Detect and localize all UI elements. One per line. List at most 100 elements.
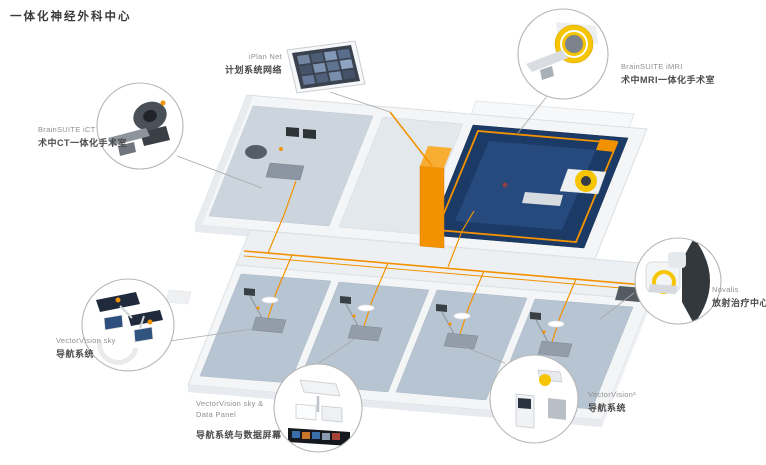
label-vvsky-en: VectorVision sky (56, 336, 116, 345)
scan-thumbnail-grid (297, 48, 356, 85)
label-iplan-en: iPlan Net (248, 52, 282, 61)
callout-novalis-circle (634, 237, 722, 325)
surgical-light (547, 320, 565, 328)
label-ict-en: BrainSUITE iCT (38, 125, 96, 134)
wall-monitor (286, 127, 299, 137)
label-novalis-en: Novalis (712, 285, 739, 294)
cable-trunk (243, 250, 657, 287)
scan-thumbnail (337, 48, 351, 60)
support-arm (139, 315, 145, 329)
leader-line-iplan (329, 91, 391, 113)
shaft-top (420, 146, 452, 168)
callout-ring (96, 82, 184, 170)
leader-lines (169, 91, 635, 364)
label-vvskydp-en1: VectorVision sky & (196, 399, 264, 408)
technical-shaft (419, 139, 618, 249)
callout-vvsky-circle (81, 278, 175, 372)
callout-vvskydp-circle (273, 363, 363, 453)
scan-thumbnail (342, 69, 356, 80)
cable-branch-mri (447, 210, 475, 268)
top-wing-left-gable (195, 95, 253, 227)
callout-ict-circle (96, 82, 184, 170)
monitor (244, 288, 255, 296)
camera-c-arm (97, 339, 139, 365)
label-vv2-cn: 导航系统 (588, 402, 627, 413)
wall-monitor (303, 129, 316, 139)
staff-figure (502, 182, 508, 188)
scan-thumbnail (301, 74, 316, 85)
scan-thumbnail (299, 64, 313, 75)
ceiling-mount (299, 379, 341, 397)
mri-room-equipment (502, 168, 607, 206)
orange-marker (115, 297, 121, 303)
operating-table (251, 316, 287, 334)
label-imri: BrainSUITE iMRI 术中MRI一体化手术室 (621, 62, 715, 87)
leader-line-novalis (599, 292, 635, 320)
ct-table-base (118, 142, 136, 156)
callout-imri-circle (517, 8, 609, 100)
building (165, 94, 665, 427)
label-vv2: VectorVision² 导航系统 (588, 390, 636, 415)
surgical-light (261, 296, 279, 304)
orange-marker (279, 147, 283, 151)
label-ict: BrainSUITE iCT 术中CT一体化手术室 (38, 125, 127, 150)
side-device (548, 398, 566, 420)
bottom-wing-right-face (602, 300, 650, 427)
novalis-illustration (645, 238, 710, 324)
scan-thumbnail (326, 61, 340, 72)
label-iplan-cn: 计划系统网络 (224, 64, 282, 75)
callout-ring (81, 278, 175, 372)
label-imri-en: BrainSUITE iMRI (621, 62, 683, 71)
label-vvskydp-cn: 导航系统与数据屏幕 (196, 429, 282, 440)
leader-line-vv2 (461, 345, 506, 364)
data-panel-screen (302, 432, 310, 439)
callout-ring (273, 363, 363, 453)
orange-marker (352, 314, 356, 318)
orange-utility-unit (596, 139, 618, 152)
label-vvskydp-en2: Data Panel (196, 409, 237, 419)
tower-screen (518, 398, 531, 409)
leader-line-vvskydp (318, 337, 357, 364)
ceiling-boom (441, 311, 455, 335)
ceiling-boom (345, 303, 359, 327)
cable-branch-ct-or (267, 180, 297, 254)
display-monitor (321, 405, 343, 423)
monitor (436, 304, 447, 312)
vv2-illustration (515, 369, 566, 429)
treatment-couch (648, 284, 678, 294)
linac-gantry-head (668, 252, 686, 268)
page-title: 一体化神经外科中心 (10, 11, 132, 23)
cable-trunk-2 (243, 255, 657, 292)
orange-marker (448, 322, 452, 326)
orange-marker (160, 100, 166, 106)
callout-vv2-circle (489, 354, 579, 444)
leader-line-imri (517, 94, 549, 134)
data-panel-screen (292, 431, 300, 438)
scan-thumbnail (315, 73, 329, 84)
scan-thumbnail (310, 52, 324, 63)
label-novalis-cn: 放射治疗中心 (712, 297, 766, 308)
mri-table-pedestal (540, 66, 554, 80)
yellow-camera-head (539, 374, 551, 386)
vvskydp-illustration (288, 379, 350, 446)
operating-table (347, 324, 383, 342)
display-monitor (295, 403, 317, 421)
or2-equipment (340, 296, 383, 342)
mri-bore (565, 35, 583, 53)
data-panel-screen (332, 433, 340, 440)
label-vvskydp: VectorVision sky & Data Panel 导航系统与数据屏幕 (196, 399, 282, 442)
or1-equipment (244, 288, 287, 334)
label-vvsky: VectorVision sky 导航系统 (56, 336, 116, 361)
scan-thumbnail (297, 54, 311, 65)
treatment-couch (537, 340, 573, 358)
ct-gantry (245, 145, 267, 159)
monitor (530, 312, 541, 320)
wall-fragment (165, 289, 192, 305)
orange-cable-routes (243, 111, 657, 356)
cable-riser-network (389, 111, 433, 167)
imri-illustration (526, 22, 598, 80)
dark-backdrop (682, 238, 710, 324)
scan-thumbnail (328, 71, 343, 82)
